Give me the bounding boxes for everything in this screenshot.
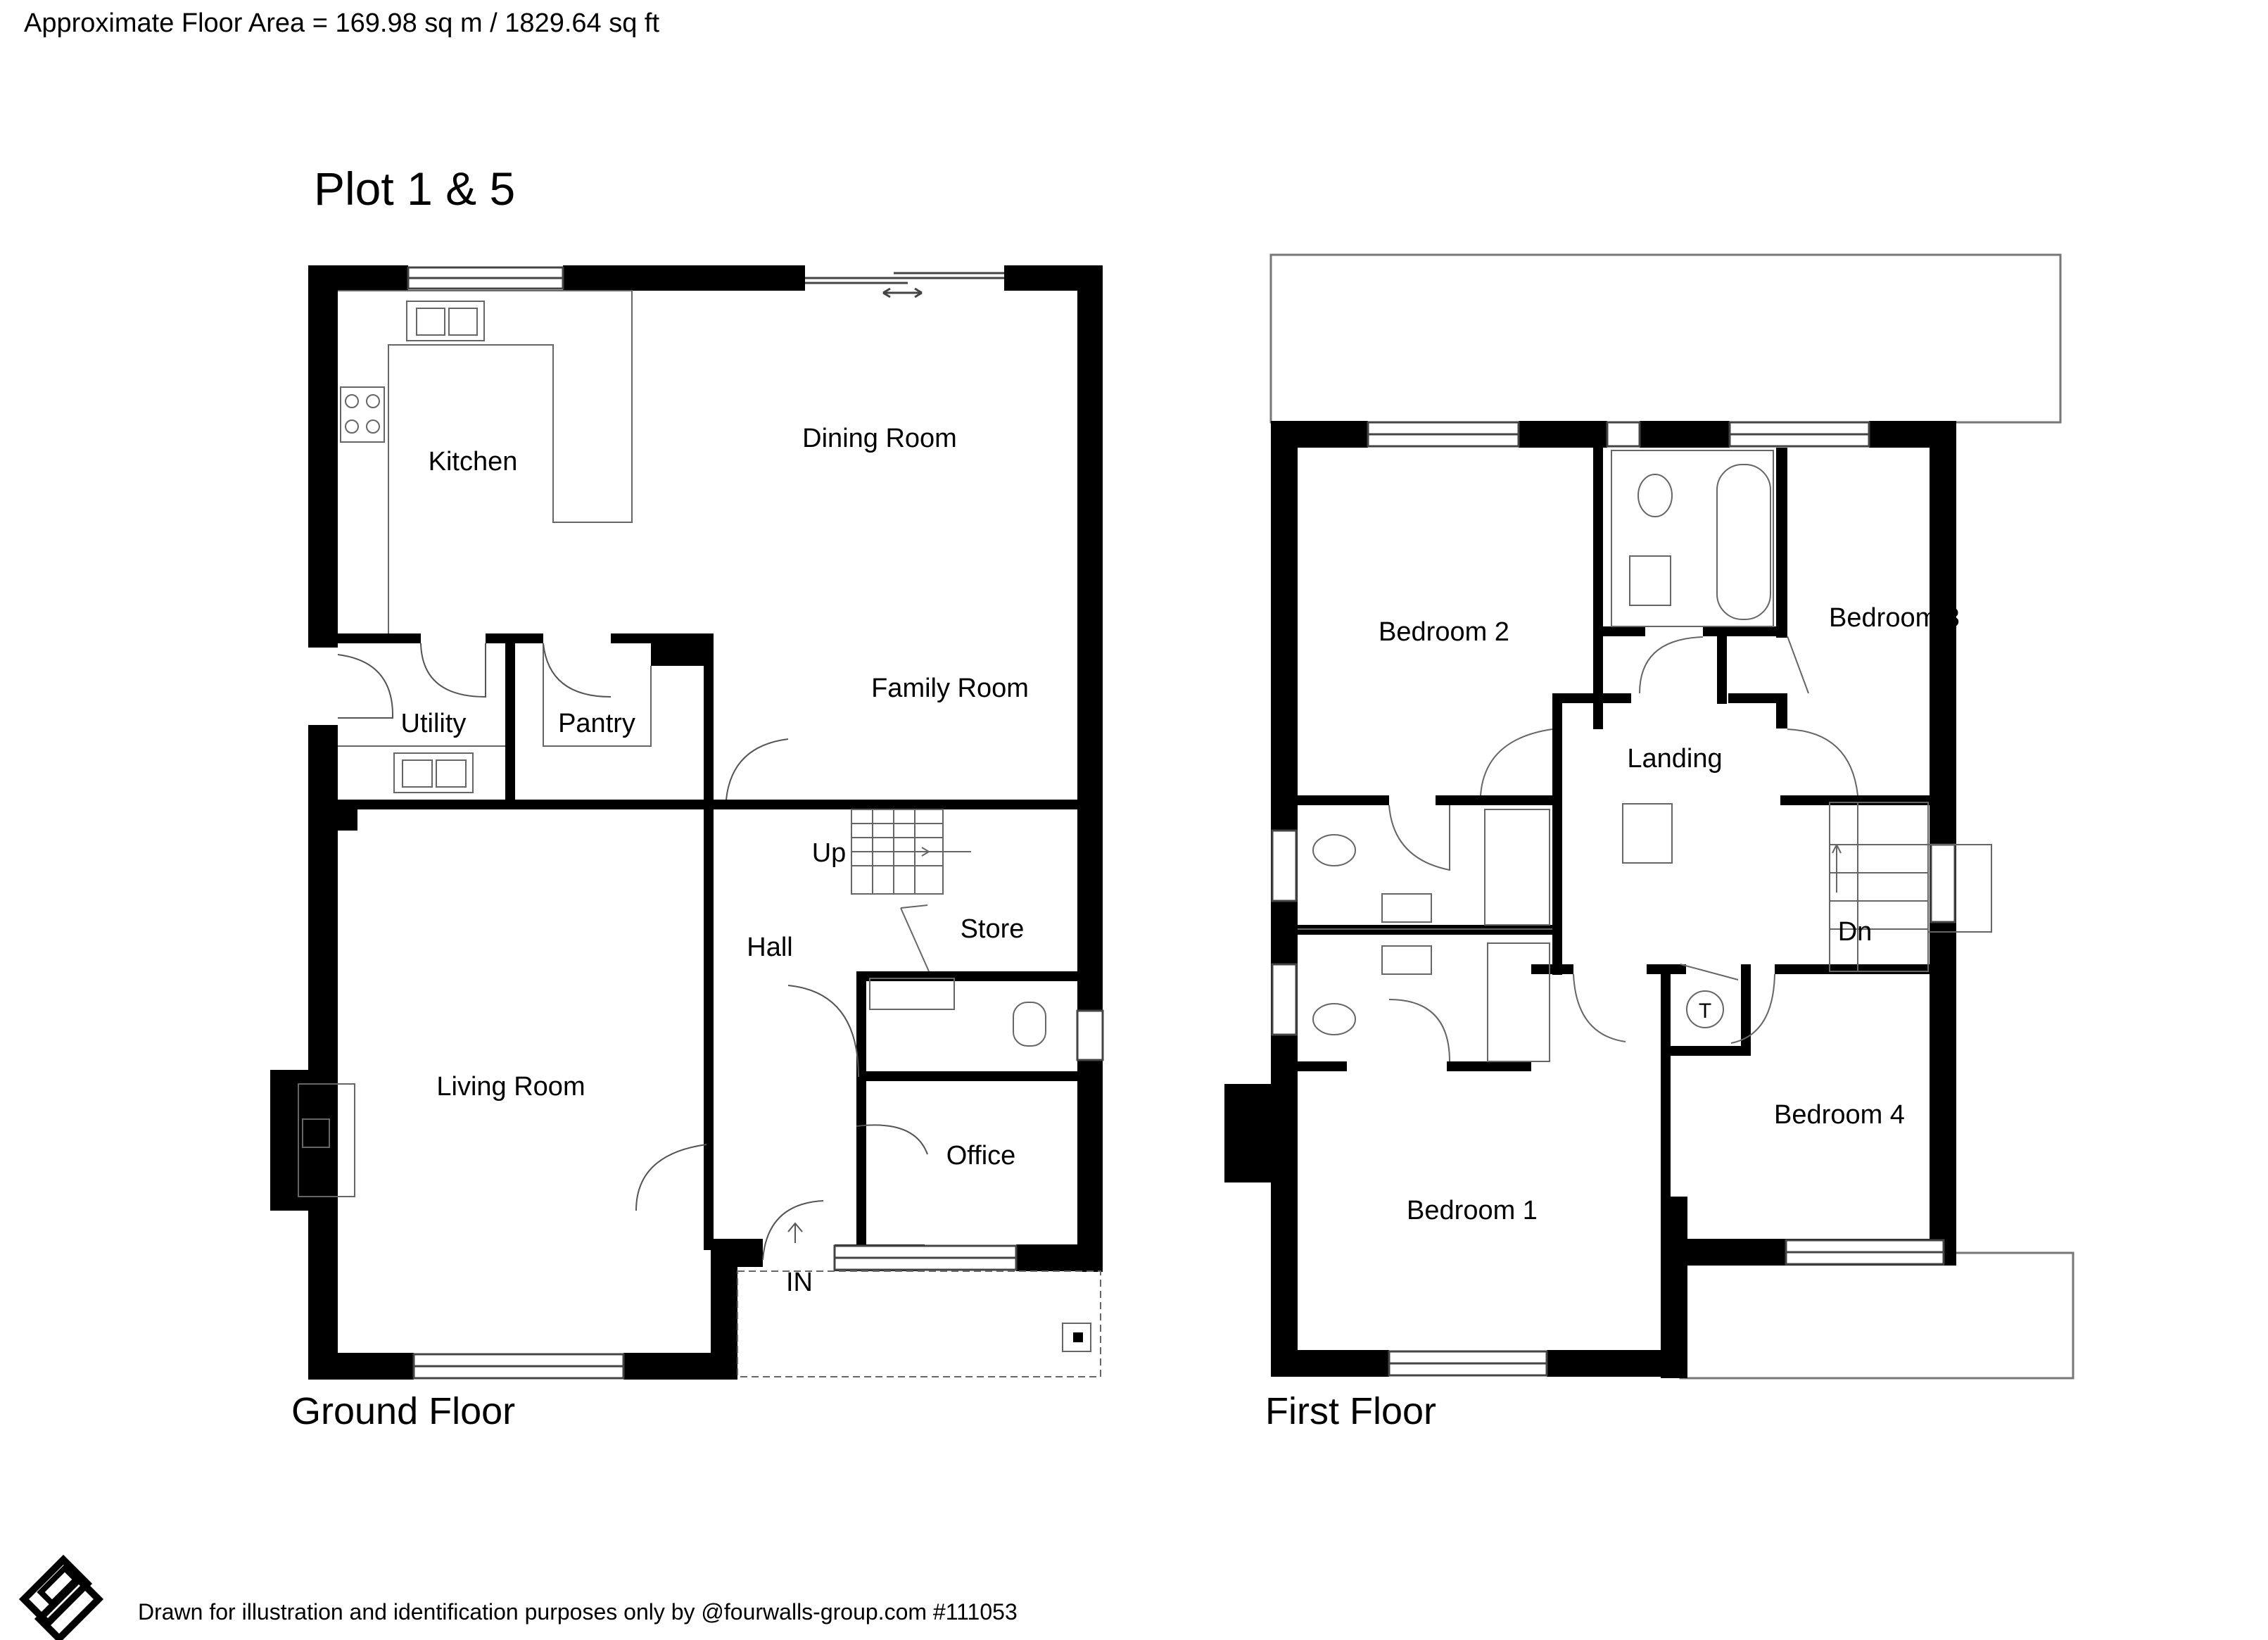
- room-label-kitchen: Kitchen: [429, 447, 518, 477]
- floor-area-text: Approximate Floor Area = 169.98 sq m / 1…: [24, 8, 660, 38]
- fourwalls-logo: [18, 1554, 104, 1640]
- room-label-living-room: Living Room: [436, 1072, 585, 1102]
- room-label-office: Office: [946, 1141, 1016, 1171]
- room-label-utility: Utility: [401, 709, 467, 738]
- plot-title: Plot 1 & 5: [314, 163, 516, 215]
- ground-floor-plan: [270, 265, 1104, 1380]
- room-label-hall: Hall: [747, 933, 792, 962]
- stairs-down-label: Dn: [1838, 917, 1873, 947]
- room-label-bedroom-3: Bedroom 3: [1829, 603, 1960, 633]
- room-label-bedroom-4: Bedroom 4: [1774, 1100, 1905, 1130]
- room-label-pantry: Pantry: [558, 709, 635, 738]
- room-label-bedroom-2: Bedroom 2: [1379, 617, 1509, 647]
- cupboard-label: T: [1699, 999, 1711, 1023]
- first-floor-plan: [1224, 253, 2074, 1380]
- room-label-store: Store: [961, 914, 1025, 944]
- footer-credit: Drawn for illustration and identificatio…: [138, 1599, 1018, 1625]
- room-label-family-room: Family Room: [871, 674, 1029, 703]
- room-label-dining-room: Dining Room: [802, 424, 957, 453]
- room-label-landing: Landing: [1627, 744, 1722, 774]
- first-floor-label: First Floor: [1265, 1390, 1436, 1432]
- ground-floor-label: Ground Floor: [291, 1390, 516, 1432]
- entrance-label: IN: [786, 1268, 813, 1297]
- stairs-up-label: Up: [812, 838, 847, 868]
- room-label-bedroom-1: Bedroom 1: [1407, 1196, 1538, 1225]
